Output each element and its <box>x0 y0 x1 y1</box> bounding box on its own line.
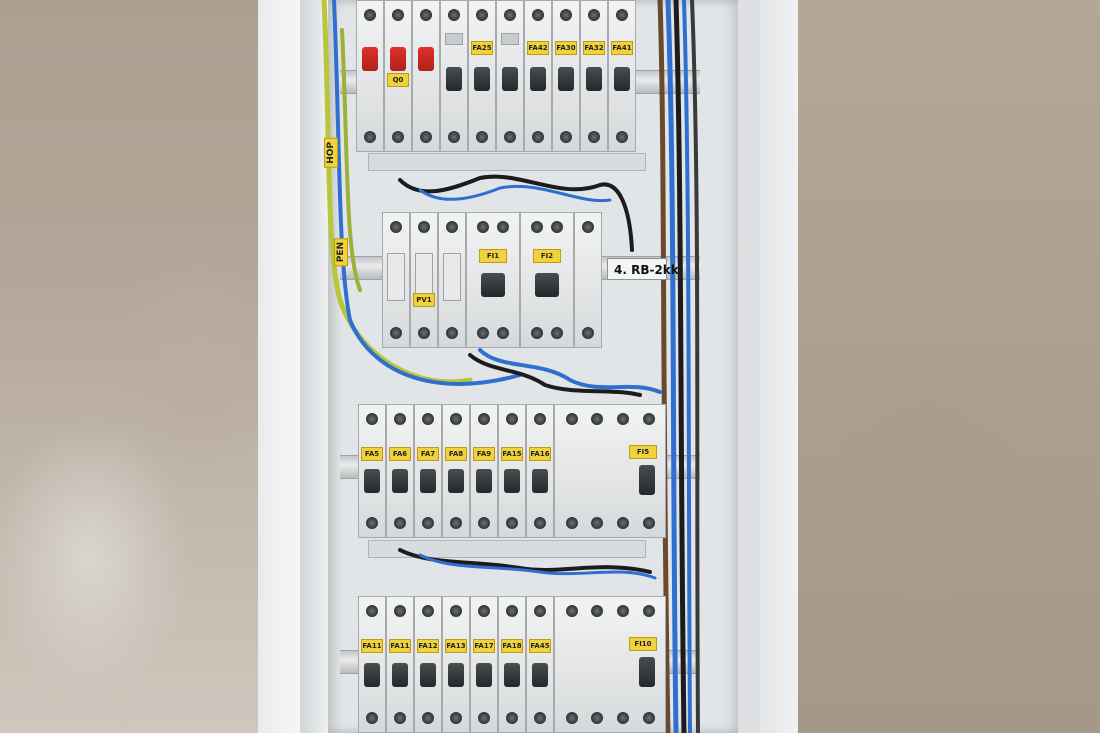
circuit-breaker[interactable] <box>496 0 524 152</box>
cover-strip-2 <box>368 540 646 558</box>
breaker-label: FA11 <box>389 639 411 653</box>
rcd-label: FI5 <box>629 445 657 459</box>
breaker-label: Q0 <box>387 73 409 87</box>
surge-protector[interactable] <box>438 212 466 348</box>
terminal-block[interactable] <box>574 212 602 348</box>
rb-tag: 4. RB-2kk <box>607 258 679 280</box>
breaker-label: FA13 <box>445 639 467 653</box>
rcd-device[interactable]: FI5 <box>554 404 666 538</box>
breaker-label: FA5 <box>361 447 383 461</box>
breaker-row-2: PV1 FI1 FI2 <box>382 212 602 348</box>
breaker-row-4: FA11 FA11 FA12 FA13 FA17 FA18 FA45 FI10 <box>358 596 666 733</box>
breaker-label: FA8 <box>445 447 467 461</box>
circuit-breaker[interactable]: FA30 <box>552 0 580 152</box>
breaker-label: FA17 <box>473 639 495 653</box>
cover-strip-1 <box>368 153 646 171</box>
rcd-device[interactable]: FI10 <box>554 596 666 733</box>
side-tag-hop: HOP <box>324 138 338 168</box>
breaker-label: FA16 <box>529 447 551 461</box>
circuit-breaker[interactable]: FA17 <box>470 596 498 733</box>
breaker-label: FA12 <box>417 639 439 653</box>
rcd-label: FI10 <box>629 637 657 651</box>
breaker-label: FA7 <box>417 447 439 461</box>
circuit-breaker[interactable]: FA9 <box>470 404 498 538</box>
main-switch-pole[interactable] <box>412 0 440 152</box>
circuit-breaker[interactable]: FA32 <box>580 0 608 152</box>
breaker-label: FA30 <box>555 41 577 55</box>
circuit-breaker[interactable]: FA15 <box>498 404 526 538</box>
rcd-device[interactable]: FI2 <box>520 212 574 348</box>
breaker-label: FA45 <box>529 639 551 653</box>
circuit-breaker[interactable]: FA12 <box>414 596 442 733</box>
rcd-label: FI1 <box>479 249 507 263</box>
circuit-breaker[interactable]: FA41 <box>608 0 636 152</box>
circuit-breaker[interactable]: FA11 <box>386 596 414 733</box>
surge-protector-label: PV1 <box>413 293 435 307</box>
breaker-row-1: Q0 FA25 FA42 FA30 FA32 FA41 <box>356 0 636 152</box>
breaker-label: FA9 <box>473 447 495 461</box>
circuit-breaker[interactable]: FA16 <box>526 404 554 538</box>
breaker-label: FA41 <box>611 41 633 55</box>
breaker-label: FA32 <box>583 41 605 55</box>
surge-protector[interactable] <box>382 212 410 348</box>
circuit-breaker[interactable] <box>440 0 468 152</box>
rcd-device[interactable]: FI1 <box>466 212 520 348</box>
circuit-breaker[interactable]: FA45 <box>526 596 554 733</box>
main-switch-pole[interactable] <box>356 0 384 152</box>
plaster-wall-right <box>795 0 1100 733</box>
breaker-label: FA6 <box>389 447 411 461</box>
circuit-breaker[interactable]: FA42 <box>524 0 552 152</box>
circuit-breaker[interactable]: FA25 <box>468 0 496 152</box>
breaker-label: FA25 <box>471 41 493 55</box>
surge-protector[interactable]: PV1 <box>410 212 438 348</box>
circuit-breaker[interactable]: FA18 <box>498 596 526 733</box>
main-switch-pole[interactable]: Q0 <box>384 0 412 152</box>
circuit-breaker[interactable]: FA7 <box>414 404 442 538</box>
breaker-label: FA11 <box>361 639 383 653</box>
side-tag-pen: PEN <box>334 238 348 267</box>
plaster-wall-left <box>0 0 262 733</box>
circuit-breaker[interactable]: FA11 <box>358 596 386 733</box>
breaker-label: FA18 <box>501 639 523 653</box>
rcd-label: FI2 <box>533 249 561 263</box>
circuit-breaker[interactable]: FA6 <box>386 404 414 538</box>
breaker-row-3: FA5 FA6 FA7 FA8 FA9 FA15 FA16 FI5 <box>358 404 666 538</box>
circuit-breaker[interactable]: FA8 <box>442 404 470 538</box>
breaker-label: FA42 <box>527 41 549 55</box>
circuit-breaker[interactable]: FA5 <box>358 404 386 538</box>
circuit-breaker[interactable]: FA13 <box>442 596 470 733</box>
breaker-label: FA15 <box>501 447 523 461</box>
